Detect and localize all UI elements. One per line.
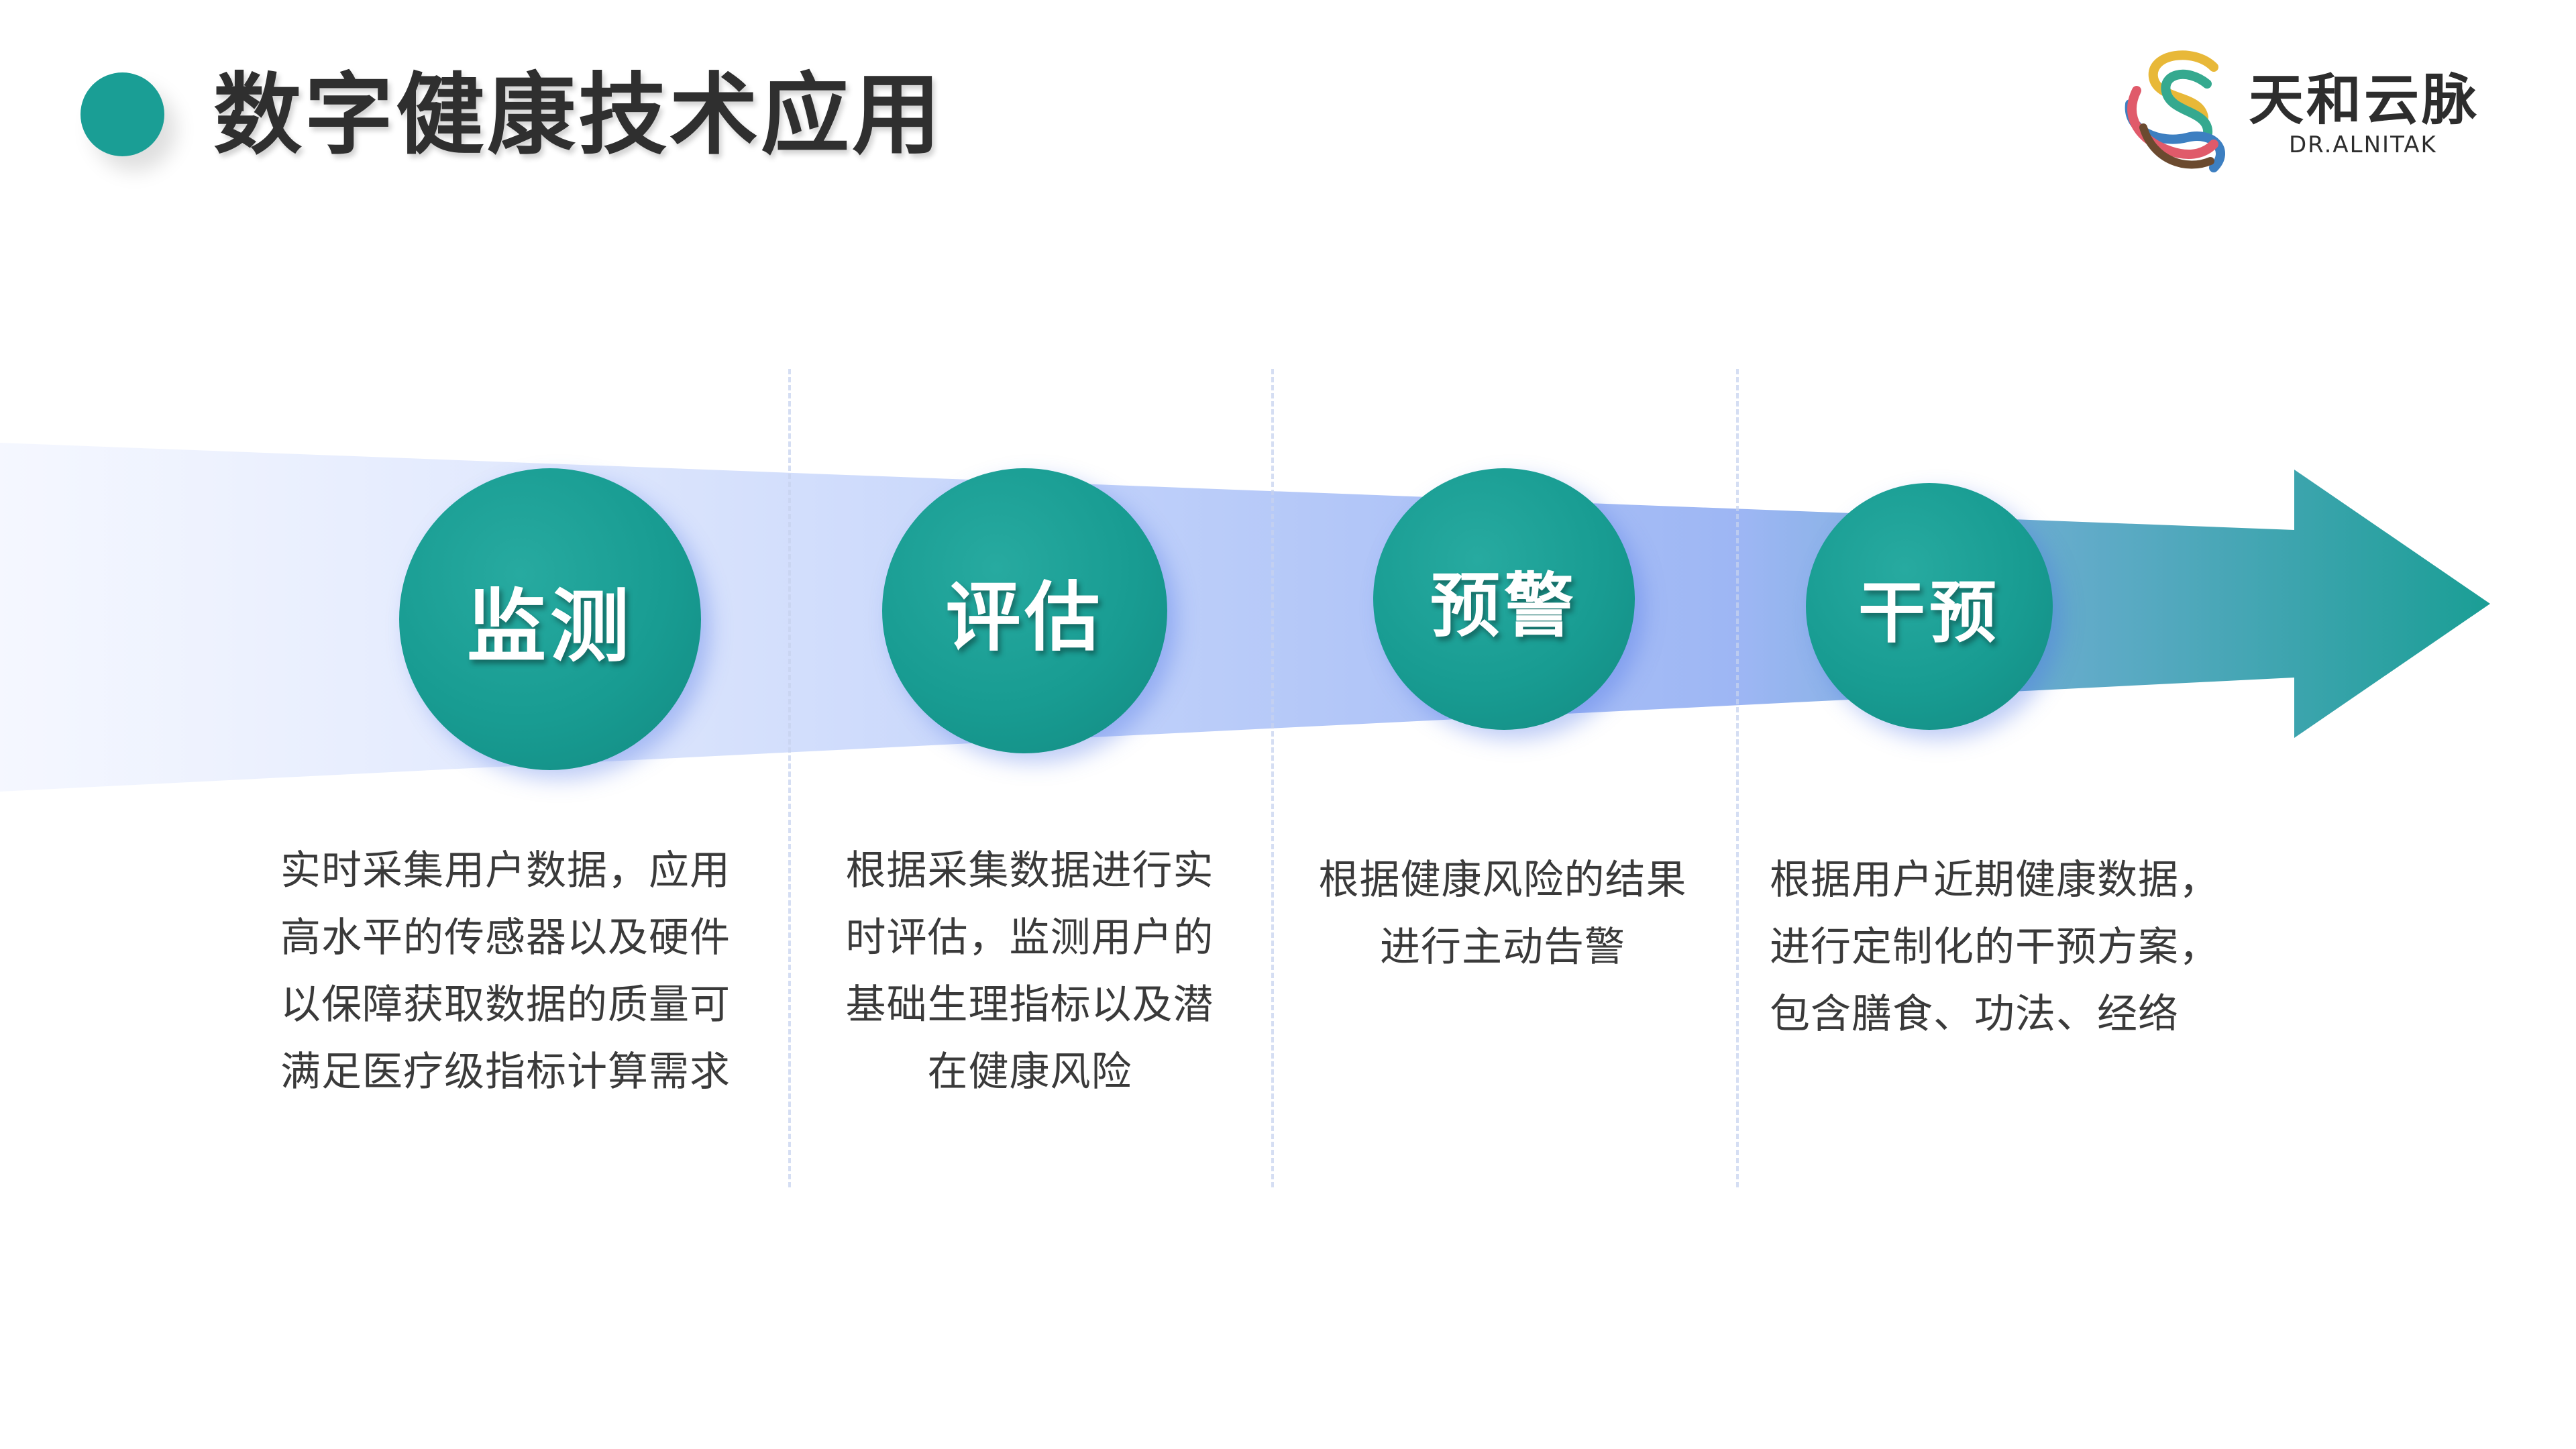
page-title: 数字健康技术应用 — [213, 63, 943, 167]
step-assess: 评估 — [882, 468, 1167, 753]
step-warn: 预警 — [1373, 468, 1635, 730]
step-intervene-description: 根据用户近期健康数据， 进行定制化的干预方案， 包含膳食、功法、经络 — [1770, 857, 2220, 1038]
step-intervene-label: 干预 — [1858, 572, 2000, 652]
step-monitor-description: 实时采集用户数据，应用 高水平的传感器以及硬件 以保障获取数据的质量可 满足医疗… — [280, 847, 731, 1095]
divider-3 — [1736, 369, 1739, 1187]
brand-subtitle: DR.ALNITAK — [2289, 131, 2437, 158]
step-monitor-label: 监测 — [466, 579, 633, 673]
step-intervene: 干预 — [1806, 483, 2053, 730]
step-assess-description: 根据采集数据进行实 时评估，监测用户的 基础生理指标以及潜 在健康风险 — [845, 847, 1214, 1095]
step-assess-label: 评估 — [945, 573, 1104, 661]
step-monitor: 监测 — [399, 468, 701, 770]
divider-2 — [1271, 369, 1274, 1187]
step-warn-description: 根据健康风险的结果 进行主动告警 — [1318, 857, 1687, 971]
brand-logo-icon — [2125, 50, 2225, 172]
divider-1 — [788, 369, 791, 1187]
title-bullet — [80, 72, 164, 156]
process-arrow — [0, 443, 2490, 792]
brand-name: 天和云脉 — [2249, 68, 2480, 132]
step-warn-label: 预警 — [1430, 564, 1578, 647]
